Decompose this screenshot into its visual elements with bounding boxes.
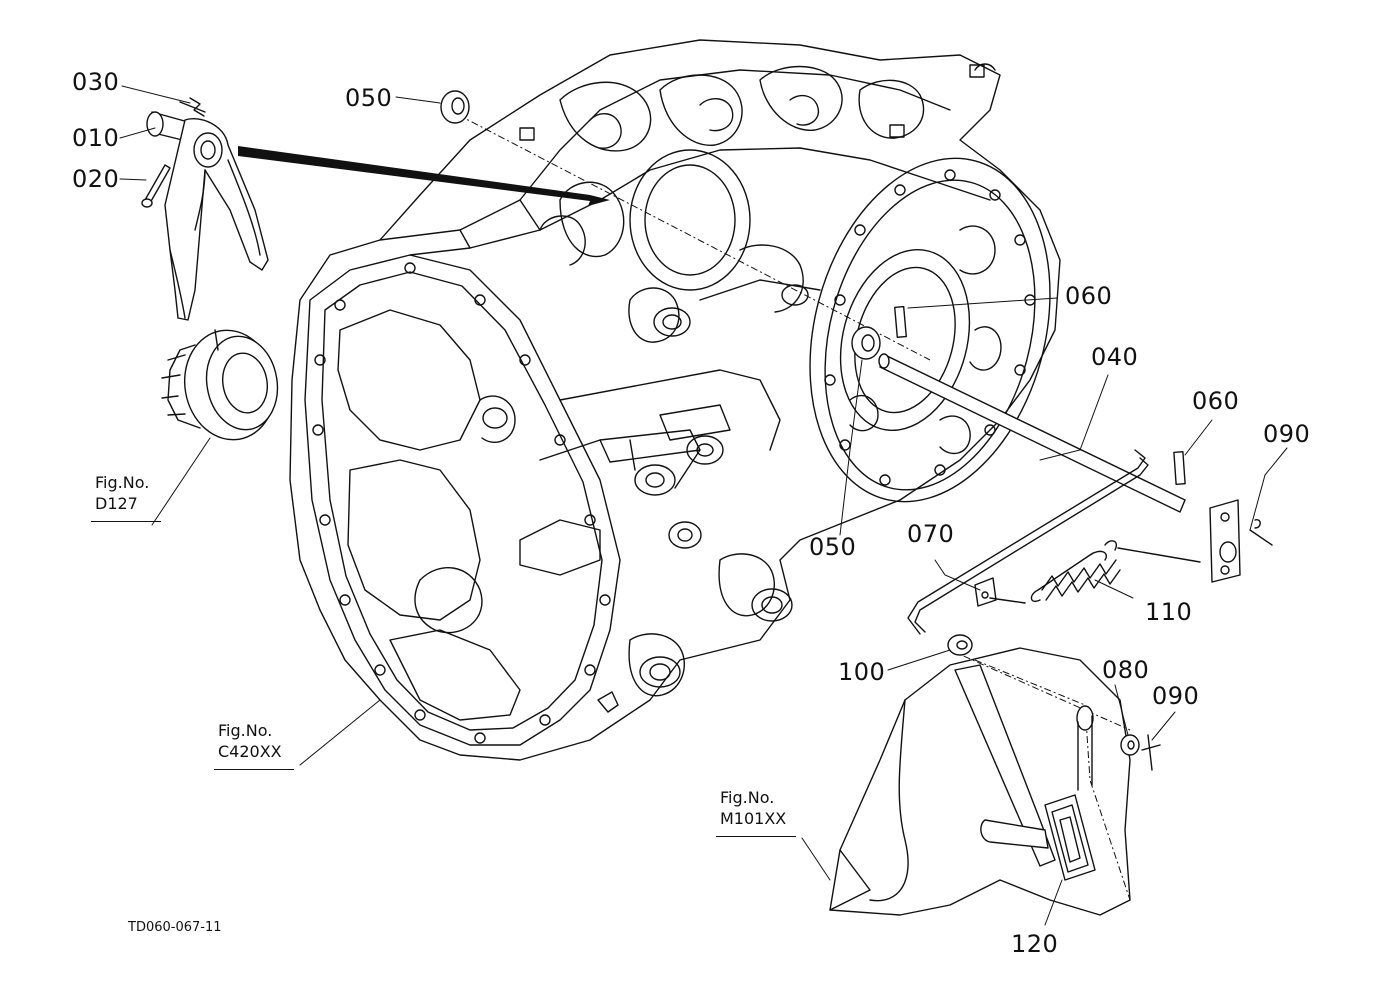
- figure-ref-underline: [716, 836, 797, 837]
- part-label-050-top: 050: [345, 84, 393, 112]
- assembly-arrow: [238, 146, 610, 206]
- shift-fork-assembly: [141, 97, 279, 441]
- pedal-assembly: [829, 634, 1161, 916]
- clutch-shaft-040: [878, 305, 1273, 635]
- part-label-120: 120: [1011, 930, 1059, 958]
- flange-bolt-holes: [312, 262, 611, 744]
- part-label-060-right: 060: [1192, 387, 1240, 415]
- part-label-040: 040: [1091, 343, 1139, 371]
- return-spring-110: [989, 540, 1201, 604]
- leader-lines: [119, 85, 1288, 926]
- figure-ref-d127: Fig.No. D127: [91, 473, 162, 522]
- rear-flange-holes: [824, 169, 1036, 486]
- part-label-100: 100: [838, 658, 886, 686]
- drawing-code: TD060-067-11: [128, 920, 222, 935]
- part-label-070: 070: [907, 520, 955, 548]
- part-label-090-upper: 090: [1263, 420, 1311, 448]
- figure-ref-underline: [214, 769, 294, 770]
- part-label-060-upper: 060: [1065, 282, 1113, 310]
- figure-ref-code: C420XX: [218, 742, 282, 761]
- bushing-050-right: [851, 326, 881, 360]
- figure-ref-m101xx: Fig.No. M101XX: [716, 788, 797, 837]
- part-label-080: 080: [1102, 656, 1150, 684]
- figure-ref-c420xx: Fig.No. C420XX: [214, 721, 294, 770]
- bushing-050-top: [440, 90, 470, 124]
- part-label-020: 020: [72, 165, 120, 193]
- transmission-case: [289, 39, 1131, 901]
- part-label-050-right: 050: [809, 533, 857, 561]
- figure-ref-code: M101XX: [720, 809, 787, 828]
- part-label-110: 110: [1145, 598, 1193, 626]
- part-label-030: 030: [72, 68, 120, 96]
- figure-ref-underline: [91, 521, 162, 522]
- figure-ref-title: Fig.No.: [720, 788, 775, 807]
- figure-ref-title: Fig.No.: [218, 721, 273, 740]
- figure-ref-code: D127: [95, 494, 138, 513]
- part-label-090-lower: 090: [1152, 682, 1200, 710]
- part-label-010: 010: [72, 124, 120, 152]
- figure-ref-title: Fig.No.: [95, 473, 150, 492]
